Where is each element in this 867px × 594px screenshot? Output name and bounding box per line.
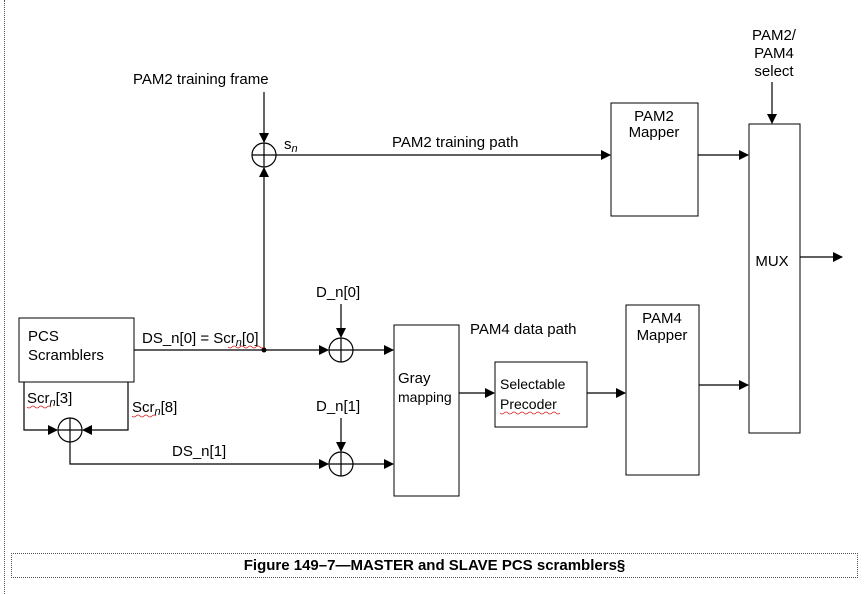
pam2-mapper-label-1: PAM2 [634, 108, 674, 125]
mux-block [748, 123, 801, 434]
label-pam2-training-path: PAM2 training path [392, 134, 518, 151]
label-scr3: Scrn[3] [27, 390, 72, 409]
pcs-scramblers-label-1: PCS [28, 328, 59, 345]
xor-dn1-node [328, 451, 354, 477]
xor-dn0-node [328, 337, 354, 363]
label-scr8: Scrn[8] [132, 399, 177, 418]
pcs-scramblers-label-2: Scramblers [28, 347, 104, 364]
label-pam-select-2: PAM4 [754, 45, 794, 62]
selectable-precoder-block [494, 361, 588, 428]
line-ds-n1 [69, 442, 329, 469]
selectable-precoder-label-2: Precoder [500, 396, 557, 412]
label-s-n: sn [284, 136, 298, 155]
xor-scrambler-node [57, 417, 83, 443]
label-pam-select-1: PAM2/ [752, 27, 797, 44]
page-frame-edge [4, 0, 5, 594]
gray-mapping-block [393, 324, 460, 497]
line-scr8-tap [82, 382, 129, 435]
ds0-spellcheck-underline [227, 345, 265, 349]
pam4-mapper-block [625, 304, 700, 476]
xor-training-node [251, 142, 277, 168]
pam4-mapper-label-2: Mapper [637, 327, 688, 344]
precoder-spellcheck-underline [499, 411, 561, 415]
line-scr3-tap [23, 382, 58, 435]
label-pam2-training-frame: PAM2 training frame [133, 71, 269, 88]
label-pam4-data-path: PAM4 data path [470, 321, 576, 338]
scr3-spellcheck-underline [26, 405, 52, 409]
gray-mapping-label-2: mapping [398, 389, 452, 405]
label-dn0: D_n[0] [316, 284, 360, 301]
scr8-spellcheck-underline [131, 414, 157, 418]
pam2-mapper-block [610, 102, 699, 217]
label-ds-n1: DS_n[1] [172, 443, 226, 460]
pam4-mapper-label-1: PAM4 [642, 310, 682, 327]
pcs-scramblers-block [18, 317, 135, 383]
pam2-mapper-label-2: Mapper [629, 124, 680, 141]
label-dn1: D_n[1] [316, 398, 360, 415]
label-pam-select-3: select [754, 63, 794, 80]
selectable-precoder-label-1: Selectable [500, 376, 566, 392]
mux-label: MUX [755, 253, 788, 270]
gray-mapping-label-1: Gray [398, 370, 431, 387]
label-ds-n0: DS_n[0] = Scrn[0] [142, 330, 259, 349]
figure-caption: Figure 149–7—MASTER and SLAVE PCS scramb… [11, 553, 858, 578]
